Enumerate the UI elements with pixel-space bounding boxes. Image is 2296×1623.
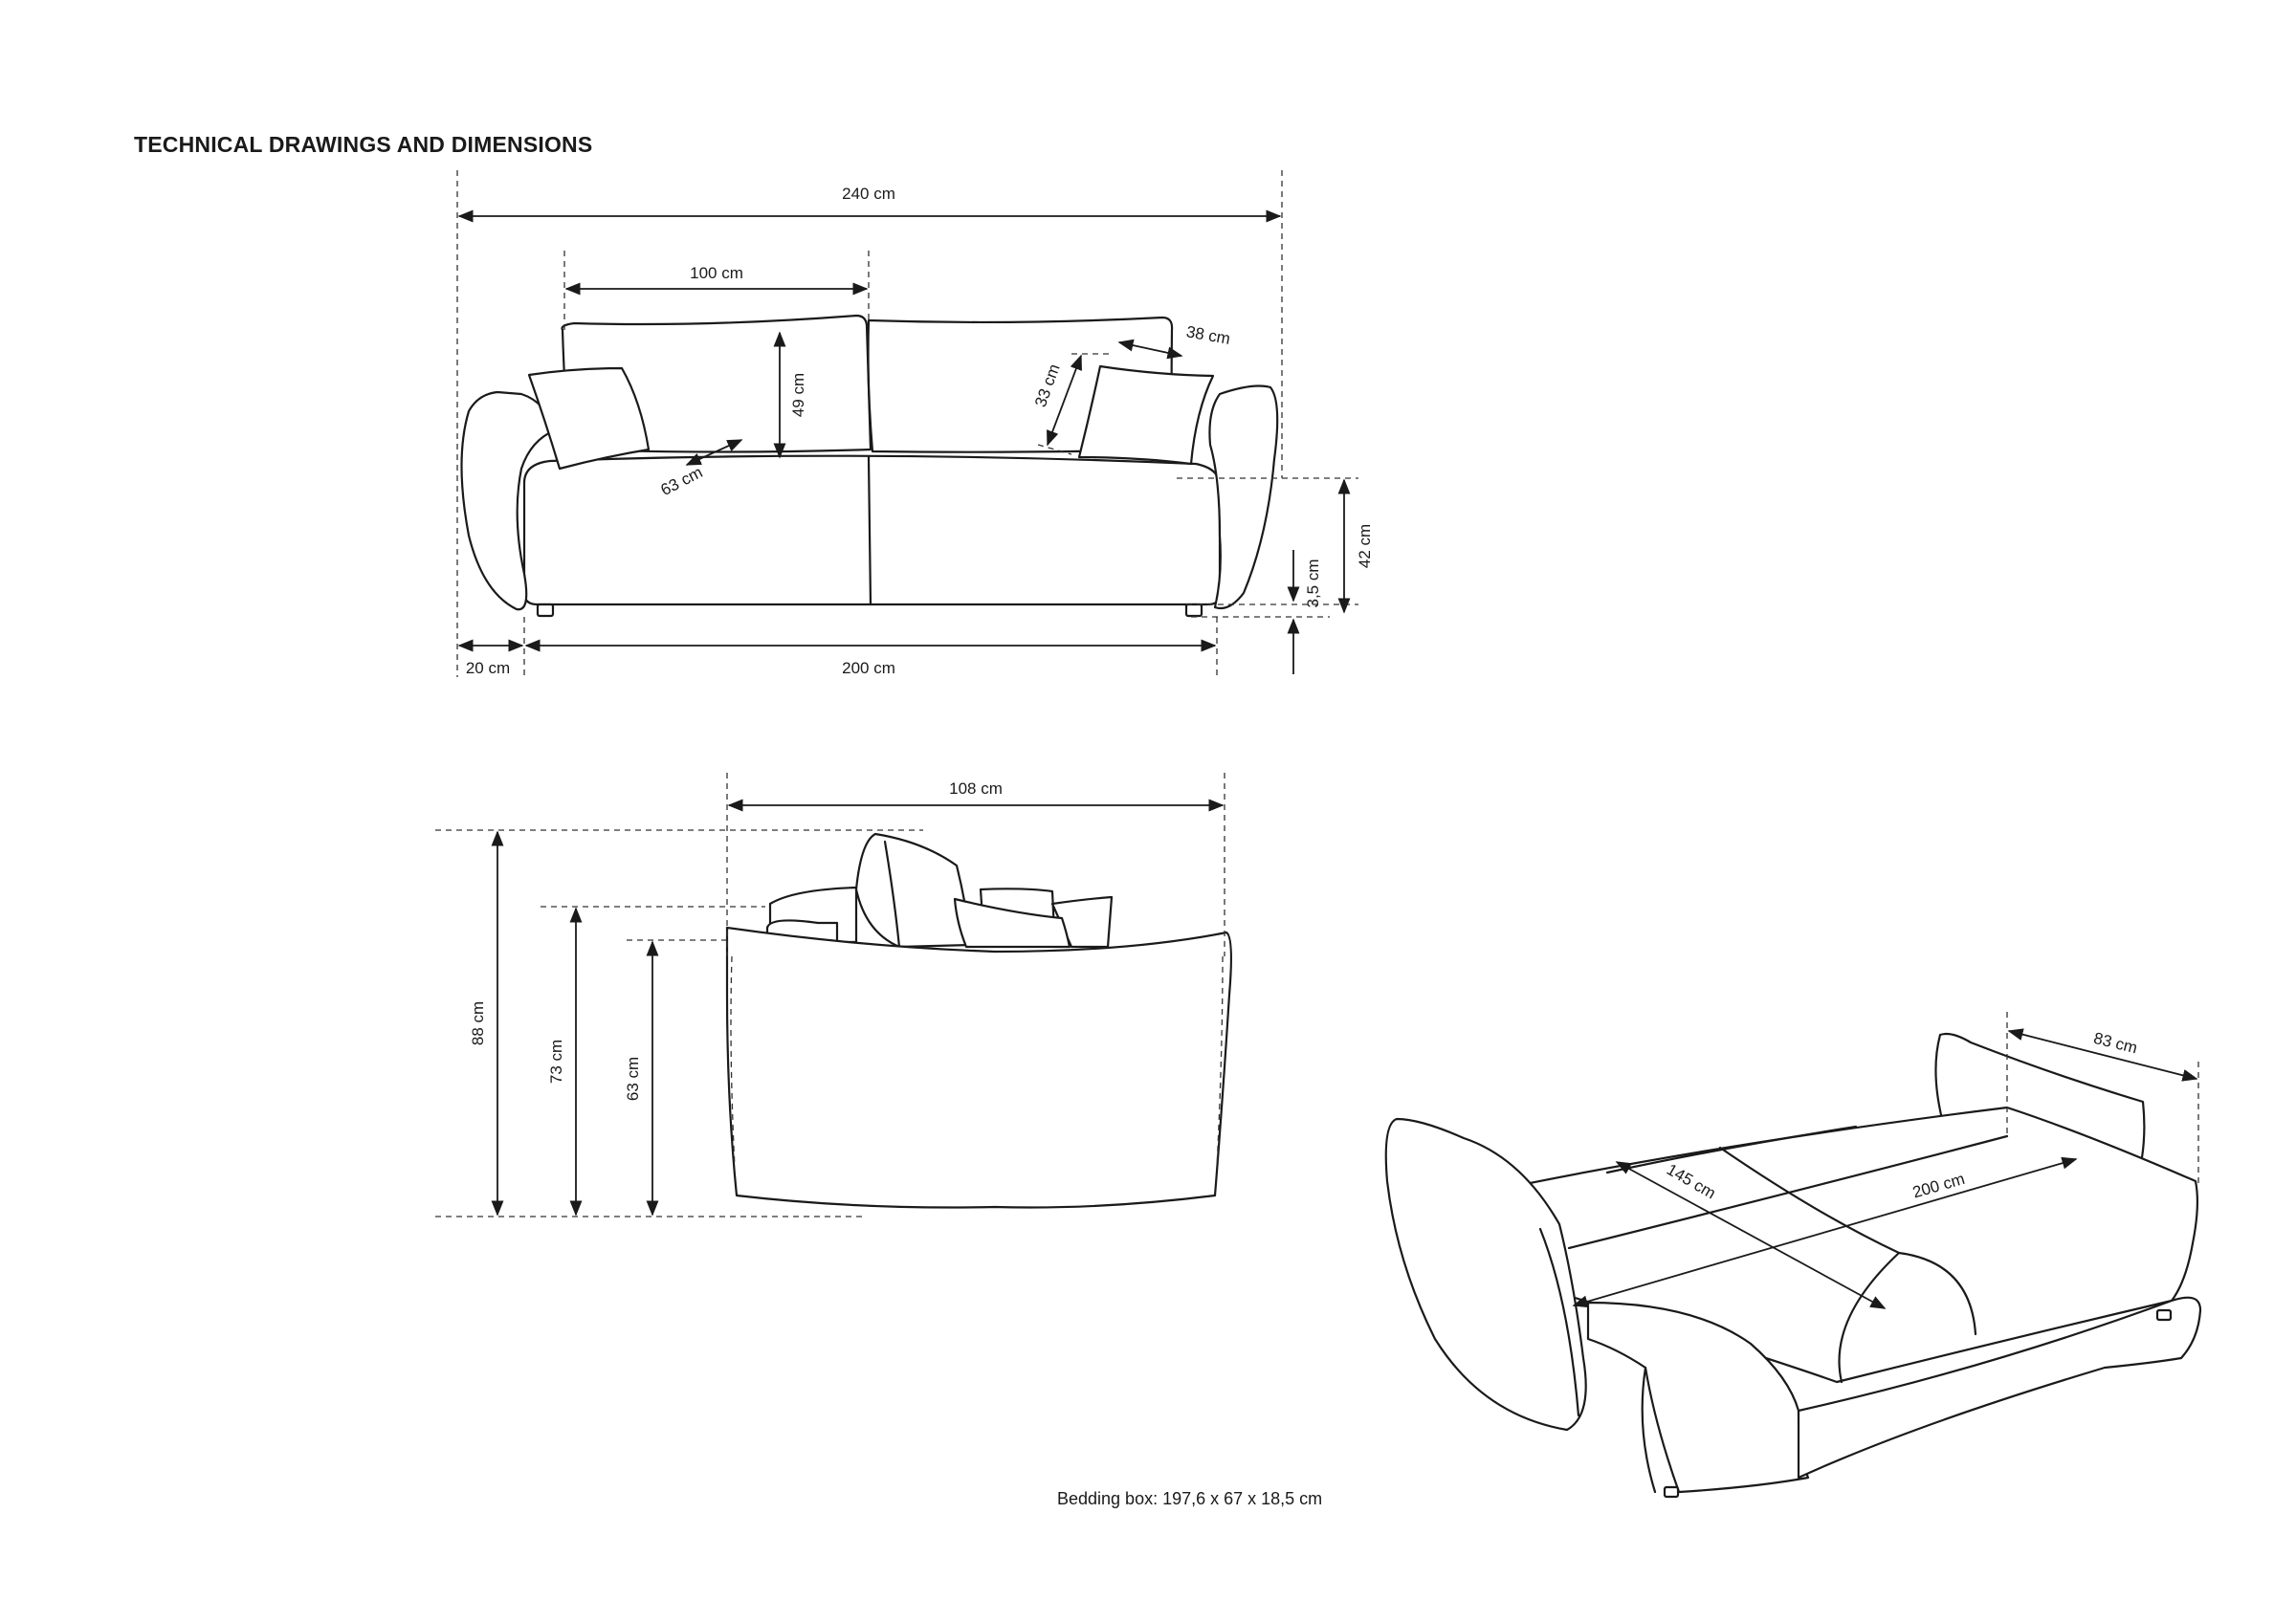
dim-83 xyxy=(2007,1028,2198,1082)
label-seat-height: 42 cm xyxy=(1356,524,1374,568)
label-backrest-width: 100 cm xyxy=(690,264,743,282)
pillow-left xyxy=(527,366,651,471)
label-backrest-height: 73 cm xyxy=(547,1040,565,1084)
label-depth: 108 cm xyxy=(949,779,1003,798)
dim-200-bed xyxy=(1572,1156,2078,1308)
dim-63-diag xyxy=(685,439,743,466)
label-leg-height: 3,5 cm xyxy=(1304,559,1322,607)
side-armrest-panel xyxy=(725,926,1232,1209)
label-seat-width: 200 cm xyxy=(842,659,895,677)
label-total-height: 88 cm xyxy=(469,1001,487,1045)
label-armrest-width: 20 cm xyxy=(466,659,510,677)
front-sofa-outline xyxy=(460,314,1279,618)
label-pillow-width: 38 cm xyxy=(1185,322,1232,348)
label-overall-width: 240 cm xyxy=(842,185,895,203)
pillow-right xyxy=(1077,364,1215,466)
bedding-box-caption: Bedding box: 197,6 x 67 x 18,5 cm xyxy=(1057,1489,1323,1508)
bed-armrest-left xyxy=(1384,1117,1587,1432)
arm-left xyxy=(460,390,557,611)
dim-38 xyxy=(1117,339,1183,360)
label-back-cushion-height: 49 cm xyxy=(789,373,807,417)
page-title: TECHNICAL DRAWINGS AND DIMENSIONS xyxy=(134,132,593,157)
bed-outline xyxy=(1384,1032,2202,1499)
side-sofa-outline xyxy=(725,832,1232,1209)
label-armrest-depth: 83 cm xyxy=(2092,1029,2140,1058)
bed-view: 83 cm 145 cm 200 cm xyxy=(1384,1012,2202,1499)
side-view: 108 cm 88 cm 73 cm 63 cm xyxy=(435,773,1232,1217)
arm-right xyxy=(1208,384,1279,610)
seat-body xyxy=(522,454,1222,606)
label-armrest-height: 63 cm xyxy=(624,1057,642,1101)
front-view: 240 cm 100 cm 49 cm 33 cm 38 cm 63 cm 42… xyxy=(456,170,1374,677)
dim-33 xyxy=(1047,354,1082,447)
